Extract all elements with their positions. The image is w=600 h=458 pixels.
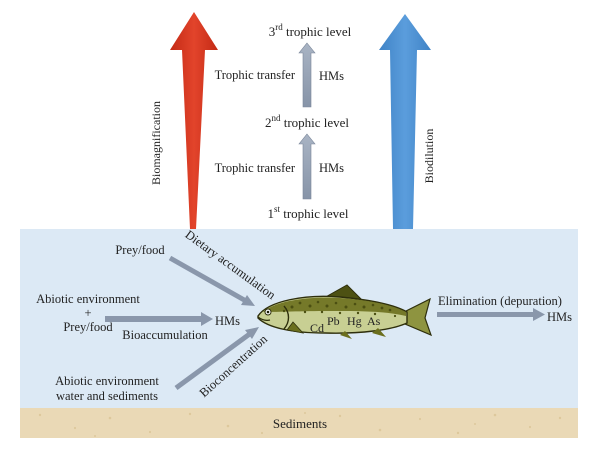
fish-anal-fin [372, 328, 386, 337]
abiotic-environment-label: Abiotic environment [36, 292, 140, 306]
sediment-texture [38, 412, 562, 437]
bioaccumulation-arrow [105, 312, 213, 326]
fish-gill [283, 305, 290, 330]
prey-food-top-label: Prey/food [115, 243, 165, 257]
sediments-label: Sediments [273, 416, 327, 431]
elimination-arrow [437, 308, 545, 321]
trophic-transfer-lower: Trophic transfer [215, 161, 296, 175]
elimination-label: Elimination (depuration) [438, 294, 562, 308]
hms-lower: HMs [319, 161, 344, 175]
abiotic-environment-low-label: Abiotic environment [55, 374, 159, 388]
fish-illustration [257, 284, 433, 339]
bioaccumulation-label: Bioaccumulation [122, 328, 208, 342]
plus-label: + [84, 306, 91, 320]
dietary-arrow [168, 255, 255, 306]
hms-center-label: HMs [215, 314, 240, 328]
trophic-level-2: 2nd trophic level [265, 113, 349, 130]
fish-pectoral-fin [286, 321, 305, 334]
trophic-level-3: 3rd trophic level [269, 22, 352, 39]
metal-hg: Hg [347, 314, 362, 328]
hms-right-label: HMs [547, 310, 572, 324]
trophic-transfer-upper: Trophic transfer [215, 68, 296, 82]
fish-spots [282, 300, 397, 318]
trophic-level-1: 1st trophic level [267, 204, 348, 221]
metal-as: As [367, 314, 381, 328]
metal-pb: Pb [327, 314, 340, 328]
hms-upper: HMs [319, 69, 344, 83]
fish-pelvic-fin [340, 331, 352, 339]
fish-back [263, 297, 406, 316]
trophic-arrow-lower [298, 133, 316, 200]
biomagnification-label: Biomagnification [149, 101, 163, 185]
bioconcentration-arrow [174, 327, 259, 391]
biomagnification-arrow [170, 12, 218, 229]
prey-food-mid-label: Prey/food [63, 320, 113, 334]
biodilution-label: Biodilution [422, 129, 436, 184]
metal-cd: Cd [310, 321, 324, 335]
biodilution-arrow [379, 14, 431, 229]
fish-mouth [257, 316, 271, 321]
sediment-layer [20, 408, 578, 438]
trophic-arrow-upper [298, 42, 316, 108]
water-and-sediments-label: water and sediments [56, 389, 158, 403]
